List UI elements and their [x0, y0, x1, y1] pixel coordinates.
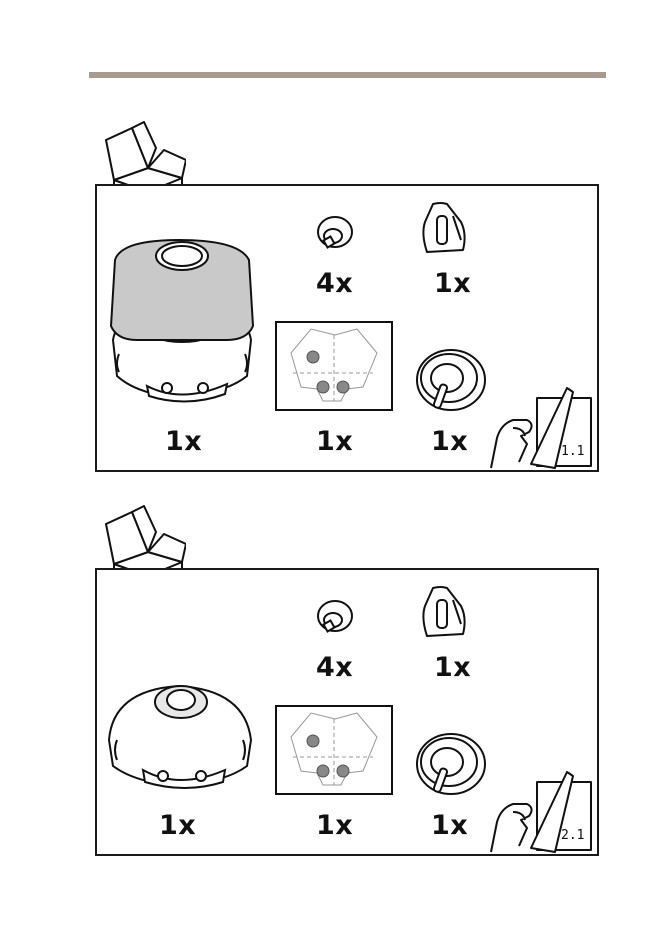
quantity-screw: 4x	[316, 268, 353, 299]
screw-icon	[315, 598, 355, 638]
cable-gasket-icon	[413, 730, 487, 798]
package-contents-panel-1: 1x 4x 1x 1	[95, 184, 599, 472]
header-rule	[89, 72, 606, 78]
drill-template-illustration	[277, 323, 391, 409]
quantity-tool-bit: 1x	[434, 652, 471, 683]
screw-icon	[315, 214, 355, 254]
quantity-cable-gasket: 1x	[431, 426, 468, 457]
quantity-tool-bit: 1x	[434, 268, 471, 299]
tool-bit-icon	[417, 200, 471, 254]
drill-template-frame	[275, 321, 393, 411]
quantity-cable-gasket: 1x	[431, 810, 468, 841]
drill-template-illustration	[277, 707, 391, 793]
step-label: 1.1	[561, 444, 584, 459]
quantity-drill-template: 1x	[316, 810, 353, 841]
step-label: 2.1	[561, 828, 584, 843]
quantity-drill-template: 1x	[316, 426, 353, 457]
drill-template-frame	[275, 705, 393, 795]
quantity-camera: 1x	[159, 810, 196, 841]
camera-with-cover-illustration	[107, 236, 257, 406]
tool-bit-icon	[417, 584, 471, 638]
cable-gasket-icon	[413, 346, 487, 414]
package-contents-panel-2: 1x 4x 1x 1	[95, 568, 599, 856]
camera-illustration	[105, 680, 255, 790]
quantity-camera: 1x	[165, 426, 202, 457]
quantity-screw: 4x	[316, 652, 353, 683]
